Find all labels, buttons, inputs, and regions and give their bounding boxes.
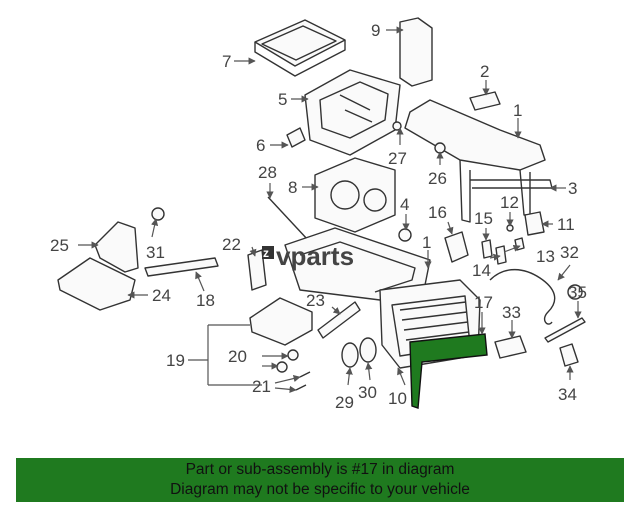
- callout-30: 30: [358, 383, 377, 402]
- brand-logo-prefix: z: [263, 246, 269, 260]
- callout-16: 16: [428, 203, 447, 222]
- part-20-grommet-b: [276, 361, 288, 373]
- leader-lines: [78, 26, 582, 393]
- callout-23: 23: [306, 291, 325, 310]
- part-20-grommet: [287, 349, 299, 361]
- callout-18: 18: [196, 291, 215, 310]
- part-33-connector: [494, 335, 527, 359]
- part-8-blower: [314, 157, 396, 233]
- callout-35: 35: [568, 283, 587, 302]
- part-7-frame: [254, 19, 346, 77]
- brand-logo-name: vparts: [276, 241, 354, 271]
- brand-logo: z vparts: [262, 241, 354, 271]
- part-32-harness: [489, 268, 556, 325]
- part-31-fastener: [151, 207, 165, 221]
- callout-26: 26: [428, 169, 447, 188]
- part-35-rod: [544, 317, 586, 343]
- part-1-duct-upper: [404, 99, 553, 223]
- callout-17: 17: [474, 293, 493, 312]
- callout-27: 27: [388, 149, 407, 168]
- banner-line-1: Part or sub-assembly is #17 in diagram: [185, 461, 455, 478]
- callout-31: 31: [146, 243, 165, 262]
- part-30-seal: [359, 337, 377, 363]
- part-28-rod: [267, 196, 309, 241]
- part-6-bracket: [286, 127, 306, 148]
- callout-12: 12: [500, 193, 519, 212]
- callout-29: 29: [335, 393, 354, 412]
- part-22-piece: [247, 249, 267, 291]
- part-25-bracket: [94, 221, 139, 273]
- part-21-clip: [295, 371, 311, 391]
- part-34-connector: [559, 343, 579, 367]
- part-24-tray: [57, 257, 136, 311]
- part-5-housing: [304, 69, 401, 156]
- callout-4: 4: [400, 195, 409, 214]
- callout-3: 3: [568, 179, 577, 198]
- callout-28: 28: [258, 163, 277, 182]
- callout-5: 5: [278, 90, 287, 109]
- part-17-highlight[interactable]: [409, 333, 488, 409]
- callout-9: 9: [371, 21, 380, 40]
- callout-34: 34: [558, 385, 577, 404]
- callout-32: 32: [560, 243, 579, 262]
- part-29-seal: [341, 342, 359, 368]
- callout-1-lower: 1: [422, 233, 431, 252]
- callout-19: 19: [166, 351, 185, 370]
- part-26-screw: [434, 142, 446, 154]
- part-15-clip: [481, 239, 493, 259]
- part-35-connector: [567, 284, 583, 300]
- part-11-sensor: [524, 211, 545, 236]
- callout-25: 25: [50, 236, 69, 255]
- callout-20: 20: [228, 347, 247, 366]
- callout-labels: 1 1 2 3 5 6 7 8 9 4 10 11 12 13 14 15 16…: [50, 21, 587, 412]
- callout-14: 14: [472, 261, 491, 280]
- callout-6: 6: [256, 136, 265, 155]
- callout-15: 15: [474, 209, 493, 228]
- part-14-clip: [495, 245, 507, 265]
- part-2-plate: [469, 91, 501, 111]
- callout-1-upper: 1: [513, 101, 522, 120]
- callout-7: 7: [222, 52, 231, 71]
- part-23-strip: [317, 301, 361, 339]
- part-9-panel: [399, 17, 433, 87]
- callout-21: 21: [252, 377, 271, 396]
- callout-11: 11: [557, 215, 575, 234]
- callout-33: 33: [502, 303, 521, 322]
- banner-line-2: Diagram may not be specific to your vehi…: [170, 481, 470, 498]
- callout-13: 13: [536, 247, 555, 266]
- part-19-filter: [249, 297, 313, 346]
- part-13-clip: [514, 237, 525, 251]
- part-16-module: [444, 231, 469, 263]
- info-banner: Part or sub-assembly is #17 in diagram D…: [16, 458, 624, 502]
- callout-24: 24: [152, 286, 171, 305]
- callout-8: 8: [288, 178, 297, 197]
- part-18-strip: [144, 257, 219, 277]
- part-4-fastener: [398, 228, 412, 242]
- callout-2: 2: [480, 62, 489, 81]
- parts-diagram: 1 1 2 3 5 6 7 8 9 4 10 11 12 13 14 15 16…: [50, 17, 587, 412]
- callout-22: 22: [222, 235, 241, 254]
- callout-10: 10: [388, 389, 407, 408]
